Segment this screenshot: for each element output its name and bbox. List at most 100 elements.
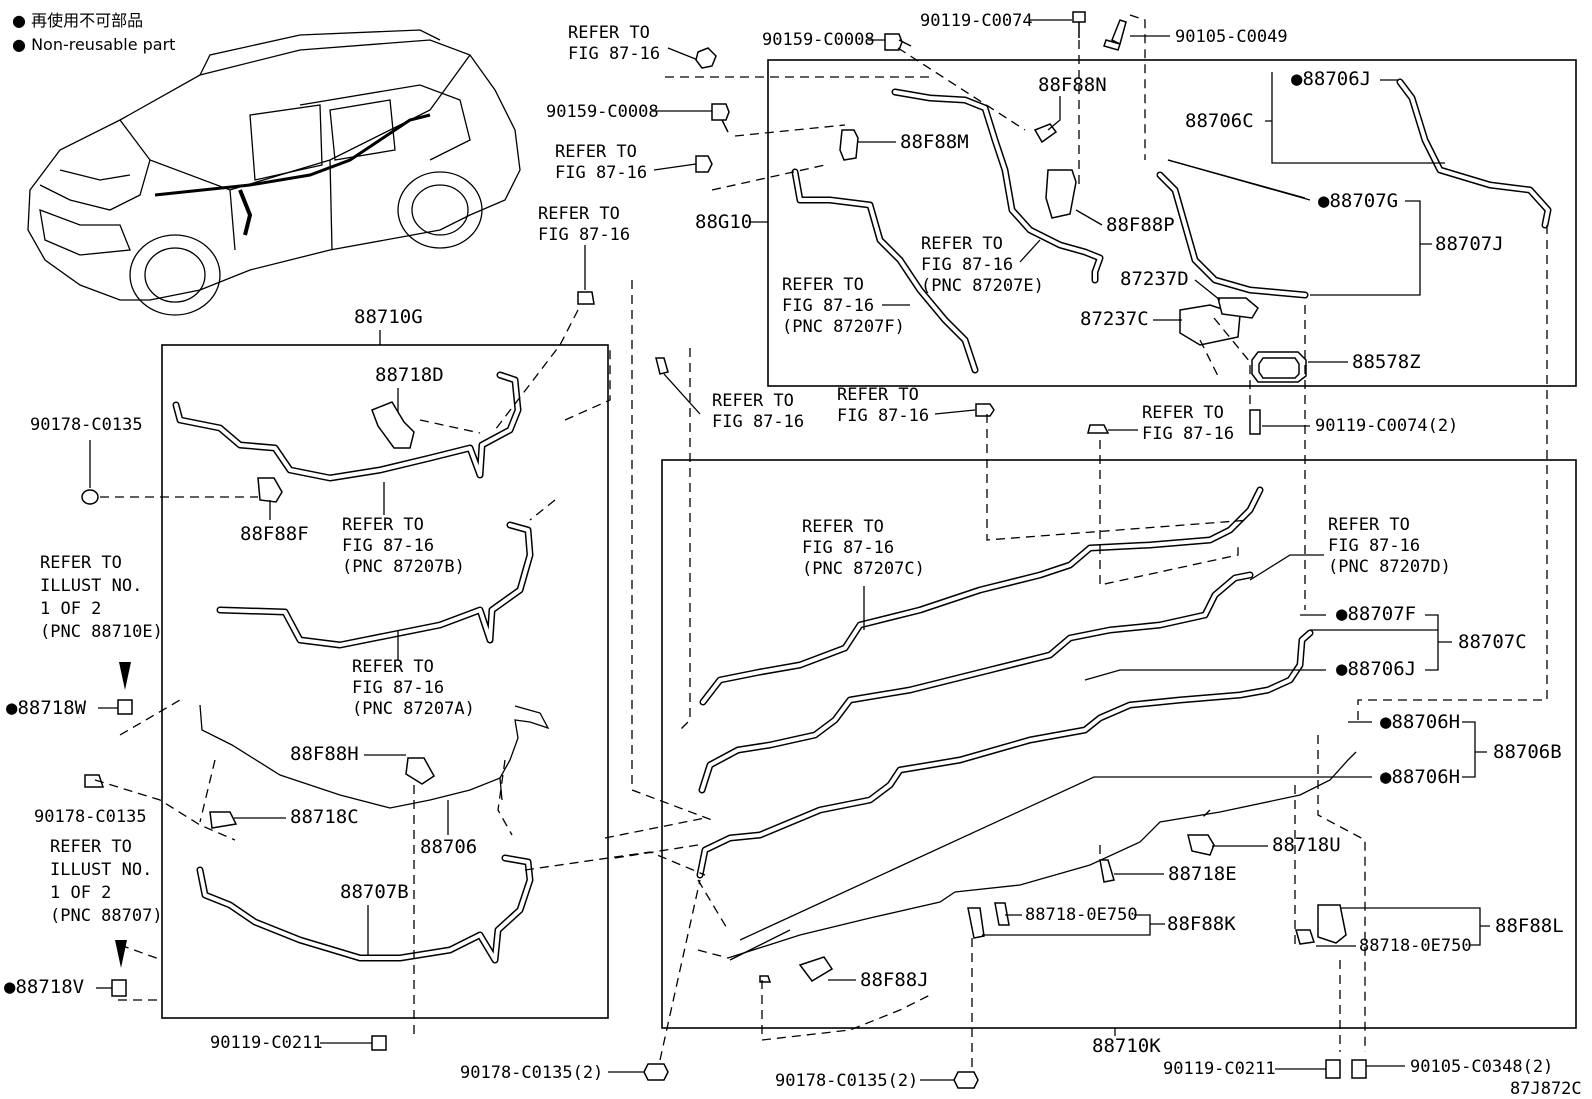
part-label: ●88706H xyxy=(1380,766,1460,788)
bolt-icon xyxy=(1351,1059,1367,1079)
part-number-label: 88718-0E750 xyxy=(1025,905,1138,925)
figure-id: 87J872C xyxy=(1510,1079,1582,1099)
bolt-icon xyxy=(884,33,912,51)
part-label: ●88718V xyxy=(4,976,84,998)
part-label: ●88706J xyxy=(1336,658,1416,680)
part-label: 88F88N xyxy=(1038,74,1107,96)
part-label: ●88706H xyxy=(1380,711,1460,733)
legend-item-en: ● Non-reusable part xyxy=(12,35,175,54)
bolt-icon xyxy=(1103,19,1127,51)
bracket-icon xyxy=(1317,904,1347,944)
arrow-up-icon xyxy=(119,662,131,690)
clip-icon xyxy=(81,489,99,505)
bolt-icon xyxy=(1249,409,1261,435)
clip-icon xyxy=(111,979,127,997)
clip-icon xyxy=(209,811,238,829)
bracket-icon xyxy=(839,129,859,161)
bolt-icon xyxy=(371,1035,387,1051)
assembly-label: 88G10 xyxy=(695,211,752,233)
clip-icon xyxy=(655,357,669,375)
part-label: 88718D xyxy=(375,364,444,386)
part-label: 88707B xyxy=(340,881,409,903)
clip-icon xyxy=(643,1063,669,1081)
part-number-label: 90119-C0211 xyxy=(210,1033,323,1053)
clip-icon xyxy=(405,757,435,785)
part-label: 88F88K xyxy=(1167,913,1236,935)
clip-icon xyxy=(1295,929,1315,945)
grommet-icon xyxy=(975,403,995,417)
part-label: 88718C xyxy=(290,806,359,828)
part-number-label: 90159-C0008 xyxy=(762,30,875,50)
bracket-icon xyxy=(371,401,415,449)
part-number-label: 90178-C0135(2) xyxy=(460,1063,603,1083)
bottom-fasteners: 90178-C0135(2) 90178-C0135(2) 90119-C021… xyxy=(460,1057,1582,1099)
part-label: 87237C xyxy=(1080,308,1149,330)
bracket-icon xyxy=(967,907,985,939)
part-label: 88718U xyxy=(1272,834,1341,856)
part-label: 88F88P xyxy=(1106,214,1175,236)
assembly-label: 88710G xyxy=(354,306,423,328)
assembly-label: 88710K xyxy=(1092,1035,1161,1057)
grommet-icon xyxy=(1087,424,1110,434)
part-label: 88707C xyxy=(1458,631,1527,653)
arrow-up-icon xyxy=(115,940,127,968)
part-number-label: 90105-C0348(2) xyxy=(1410,1057,1553,1077)
part-label: 88707J xyxy=(1435,233,1504,255)
bolt-icon xyxy=(1325,1059,1341,1079)
legend: ● 再使用不可部品 ● Non-reusable part xyxy=(12,11,175,54)
assembly-box xyxy=(767,59,1577,387)
grommet-icon xyxy=(695,47,717,69)
part-number-label: 90119-C0074(2) xyxy=(1315,416,1458,436)
part-number-label: 90178-C0135(2) xyxy=(775,1071,918,1091)
part-label: 88706 xyxy=(420,836,477,858)
clip-icon xyxy=(84,774,105,788)
part-label: 88F88F xyxy=(240,523,309,545)
part-number-label: 90105-C0049 xyxy=(1175,27,1288,47)
legend-item-jp: ● 再使用不可部品 xyxy=(12,11,143,30)
part-label: 88578Z xyxy=(1352,351,1421,373)
part-label: 87237D xyxy=(1120,268,1189,290)
part-label: ●88718W xyxy=(6,697,87,719)
part-label: 88F88H xyxy=(290,743,359,765)
clip-icon xyxy=(117,699,133,715)
bracket-icon xyxy=(257,477,283,503)
clip-icon xyxy=(1099,859,1115,883)
part-number-label: 90178-C0135 xyxy=(30,415,143,435)
vehicle-illustration xyxy=(27,29,521,316)
part-label: ●88707F xyxy=(1336,603,1416,625)
part-label: ●88707G xyxy=(1318,190,1398,212)
part-number-label: 90159-C0008 xyxy=(546,102,659,122)
dashed-leaders xyxy=(94,14,1548,1068)
part-number-label: 90119-C0211 xyxy=(1163,1059,1276,1079)
clip-icon xyxy=(994,902,1010,926)
bolt-icon xyxy=(1072,11,1086,38)
part-label: 88F88J xyxy=(860,969,929,991)
clip-icon xyxy=(953,1071,979,1089)
grommet-icon xyxy=(695,155,713,173)
clip-icon xyxy=(1187,834,1215,856)
assembly-box xyxy=(661,459,1577,1029)
bracket-icon xyxy=(1045,169,1077,219)
part-number-label: 88718-0E750 xyxy=(1359,936,1472,956)
part-label: 88706B xyxy=(1493,741,1562,763)
assembly-88710g-group: 88710G 88718D 90178-C0135 88F88F REFER T… xyxy=(4,306,609,1053)
part-number-label: 90178-C0135 xyxy=(34,807,147,827)
bracket-icon xyxy=(1217,297,1259,319)
part-label: 88718E xyxy=(1168,863,1237,885)
part-label: 88F88L xyxy=(1495,915,1564,937)
